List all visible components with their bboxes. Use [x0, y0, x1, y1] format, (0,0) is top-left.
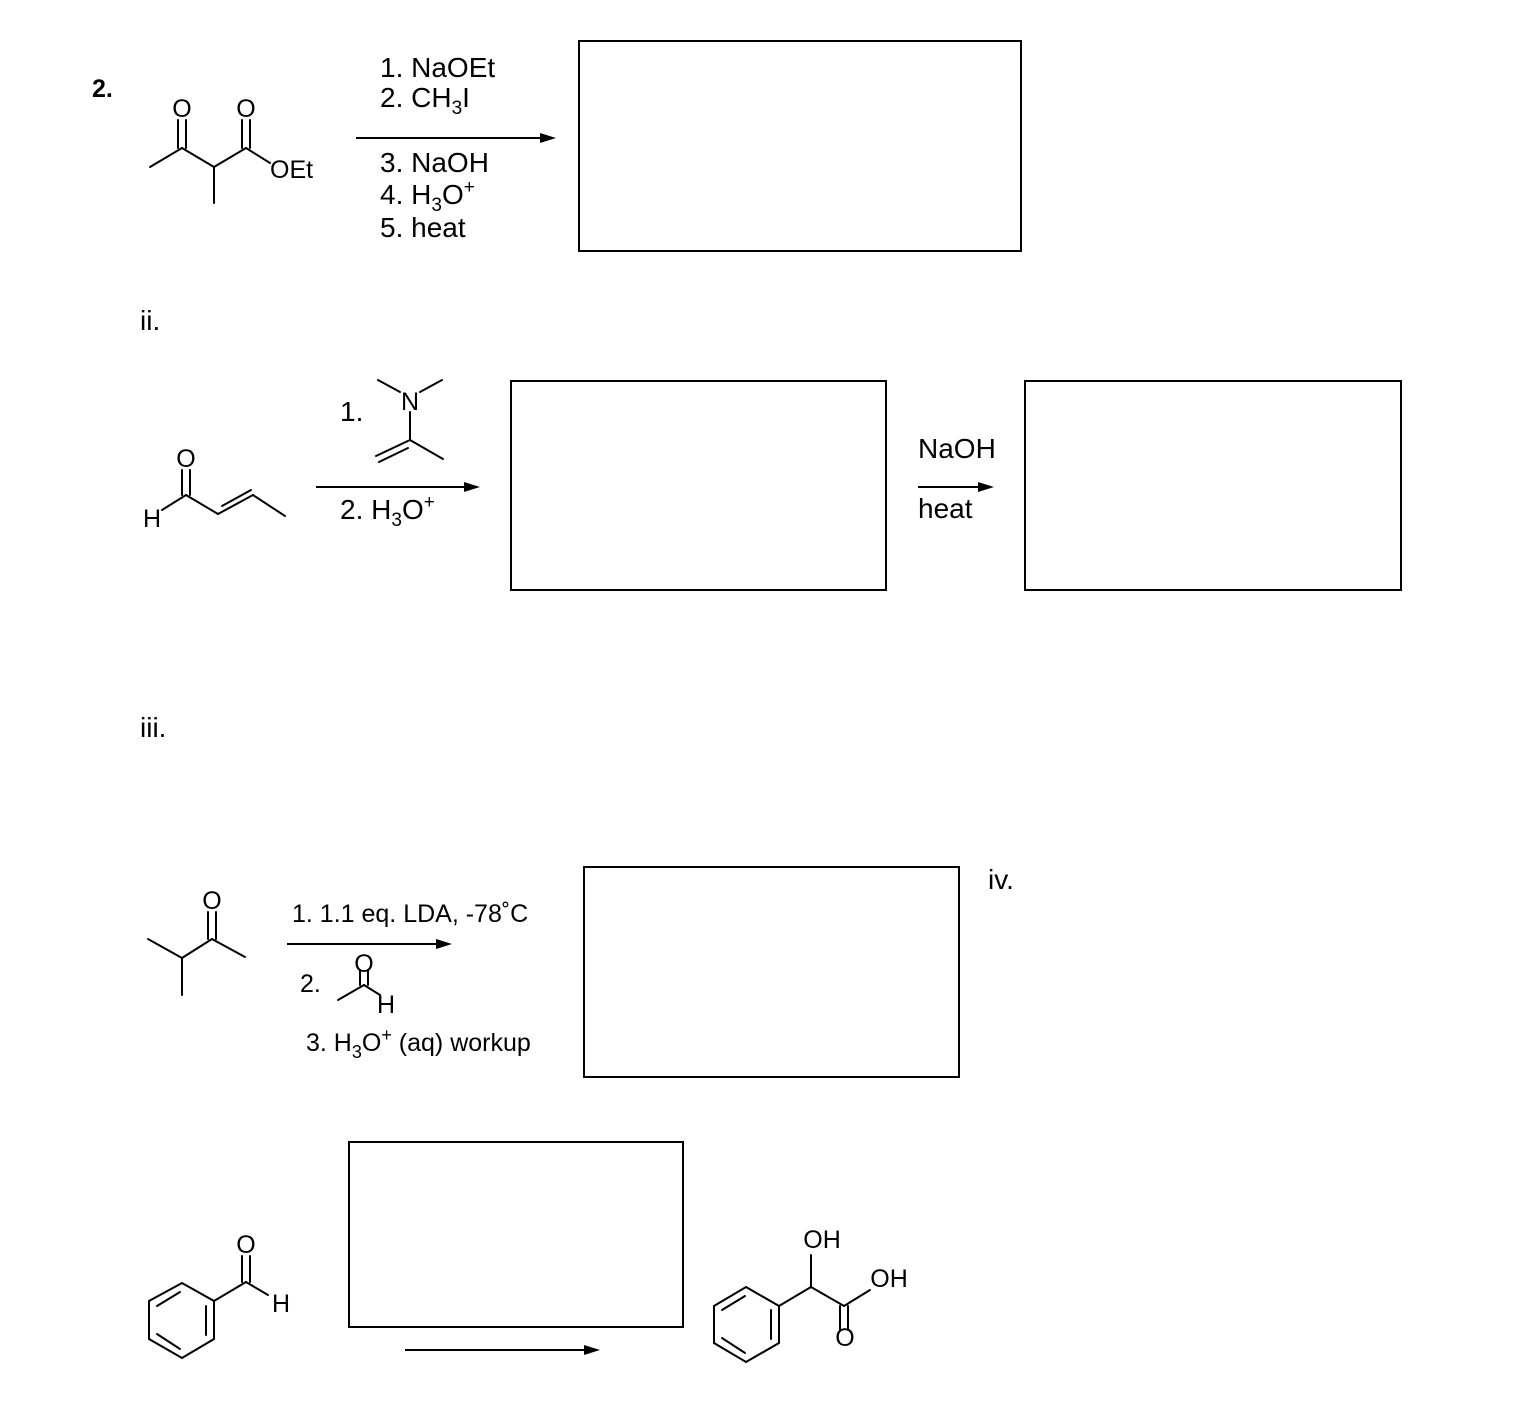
ethoxy-label: OEt: [270, 156, 313, 184]
acetaldehyde-hydrogen-label: H: [377, 991, 395, 1019]
answer-box-2b[interactable]: [1024, 380, 1402, 591]
mandelic-acid-structure: OH OH O: [713, 1226, 908, 1364]
enamine-reagent-structure: N: [375, 379, 444, 463]
carboxylic-hydroxyl-label: OH: [870, 1265, 908, 1293]
benzaldehyde-oxygen-label: O: [236, 1231, 255, 1259]
reagent-step-4: 4. H3O+: [380, 177, 475, 216]
reaction-1-arrow: [356, 133, 556, 143]
reagent-2: 2. H3O+: [340, 492, 435, 531]
ester-carbonyl-oxygen-label: O: [236, 95, 255, 123]
answer-box-4[interactable]: [348, 1141, 684, 1328]
reaction-3-substrate-structure: O: [147, 887, 246, 996]
benzaldehyde-hydrogen-label: H: [272, 1290, 290, 1318]
reaction-1-substrate-structure: O O OEt: [149, 95, 313, 204]
reaction-4: O H OH OH O: [148, 1141, 908, 1364]
nitrogen-label: N: [401, 388, 419, 416]
reaction-4-arrow: [405, 1345, 600, 1355]
aldehyde-hydrogen-label: H: [143, 505, 161, 533]
answer-box-2a[interactable]: [510, 380, 887, 591]
reagent-naoh: NaOH: [918, 433, 996, 464]
reagent-step-5: 5. heat: [380, 212, 466, 243]
aldehyde-oxygen-label: O: [176, 445, 195, 473]
benzaldehyde-structure: O H: [148, 1231, 290, 1360]
reaction-3-arrow: [287, 939, 452, 949]
reaction-2: O H 1. N 2. H3O+ NaOH heat: [143, 379, 1402, 591]
part-label-iv: iv.: [988, 864, 1014, 895]
reaction-2-arrow-2: [918, 482, 994, 492]
problem-number: 2.: [92, 75, 113, 103]
reaction-2-substrate-structure: O H: [143, 445, 286, 533]
carbonyl-oxygen-label: O: [172, 95, 191, 123]
reagent-step-3: 3. NaOH: [380, 147, 489, 178]
reagent-lda: 1. 1.1 eq. LDA, -78˚C: [292, 900, 528, 928]
part-label-ii: ii.: [140, 305, 160, 336]
reaction-3: O 1. 1.1 eq. LDA, -78˚C 2. O H 3. H3O+ (…: [147, 866, 960, 1078]
answer-box-3[interactable]: [583, 866, 960, 1078]
reaction-1: O O OEt 1. NaOEt 2. CH3I 3. NaOH 4. H3O+…: [149, 40, 1022, 252]
reagent-2-prefix: 2.: [300, 970, 321, 998]
acetaldehyde-structure: O H: [337, 950, 395, 1019]
reagent-1-prefix: 1.: [340, 396, 363, 427]
reagent-step-1: 1. NaOEt: [380, 52, 495, 83]
hydroxyl-label: OH: [803, 1226, 841, 1254]
acetaldehyde-oxygen-label: O: [354, 950, 373, 978]
reaction-2-arrow-1: [316, 482, 480, 492]
reagent-step-2: 2. CH3I: [380, 82, 470, 119]
reagent-workup: 3. H3O+ (aq) workup: [306, 1025, 531, 1062]
answer-box-1[interactable]: [578, 40, 1022, 252]
ketone-oxygen-label: O: [202, 887, 221, 915]
carboxylic-oxygen-label: O: [835, 1324, 854, 1352]
part-label-iii: iii.: [140, 712, 166, 743]
condition-heat: heat: [918, 493, 973, 524]
